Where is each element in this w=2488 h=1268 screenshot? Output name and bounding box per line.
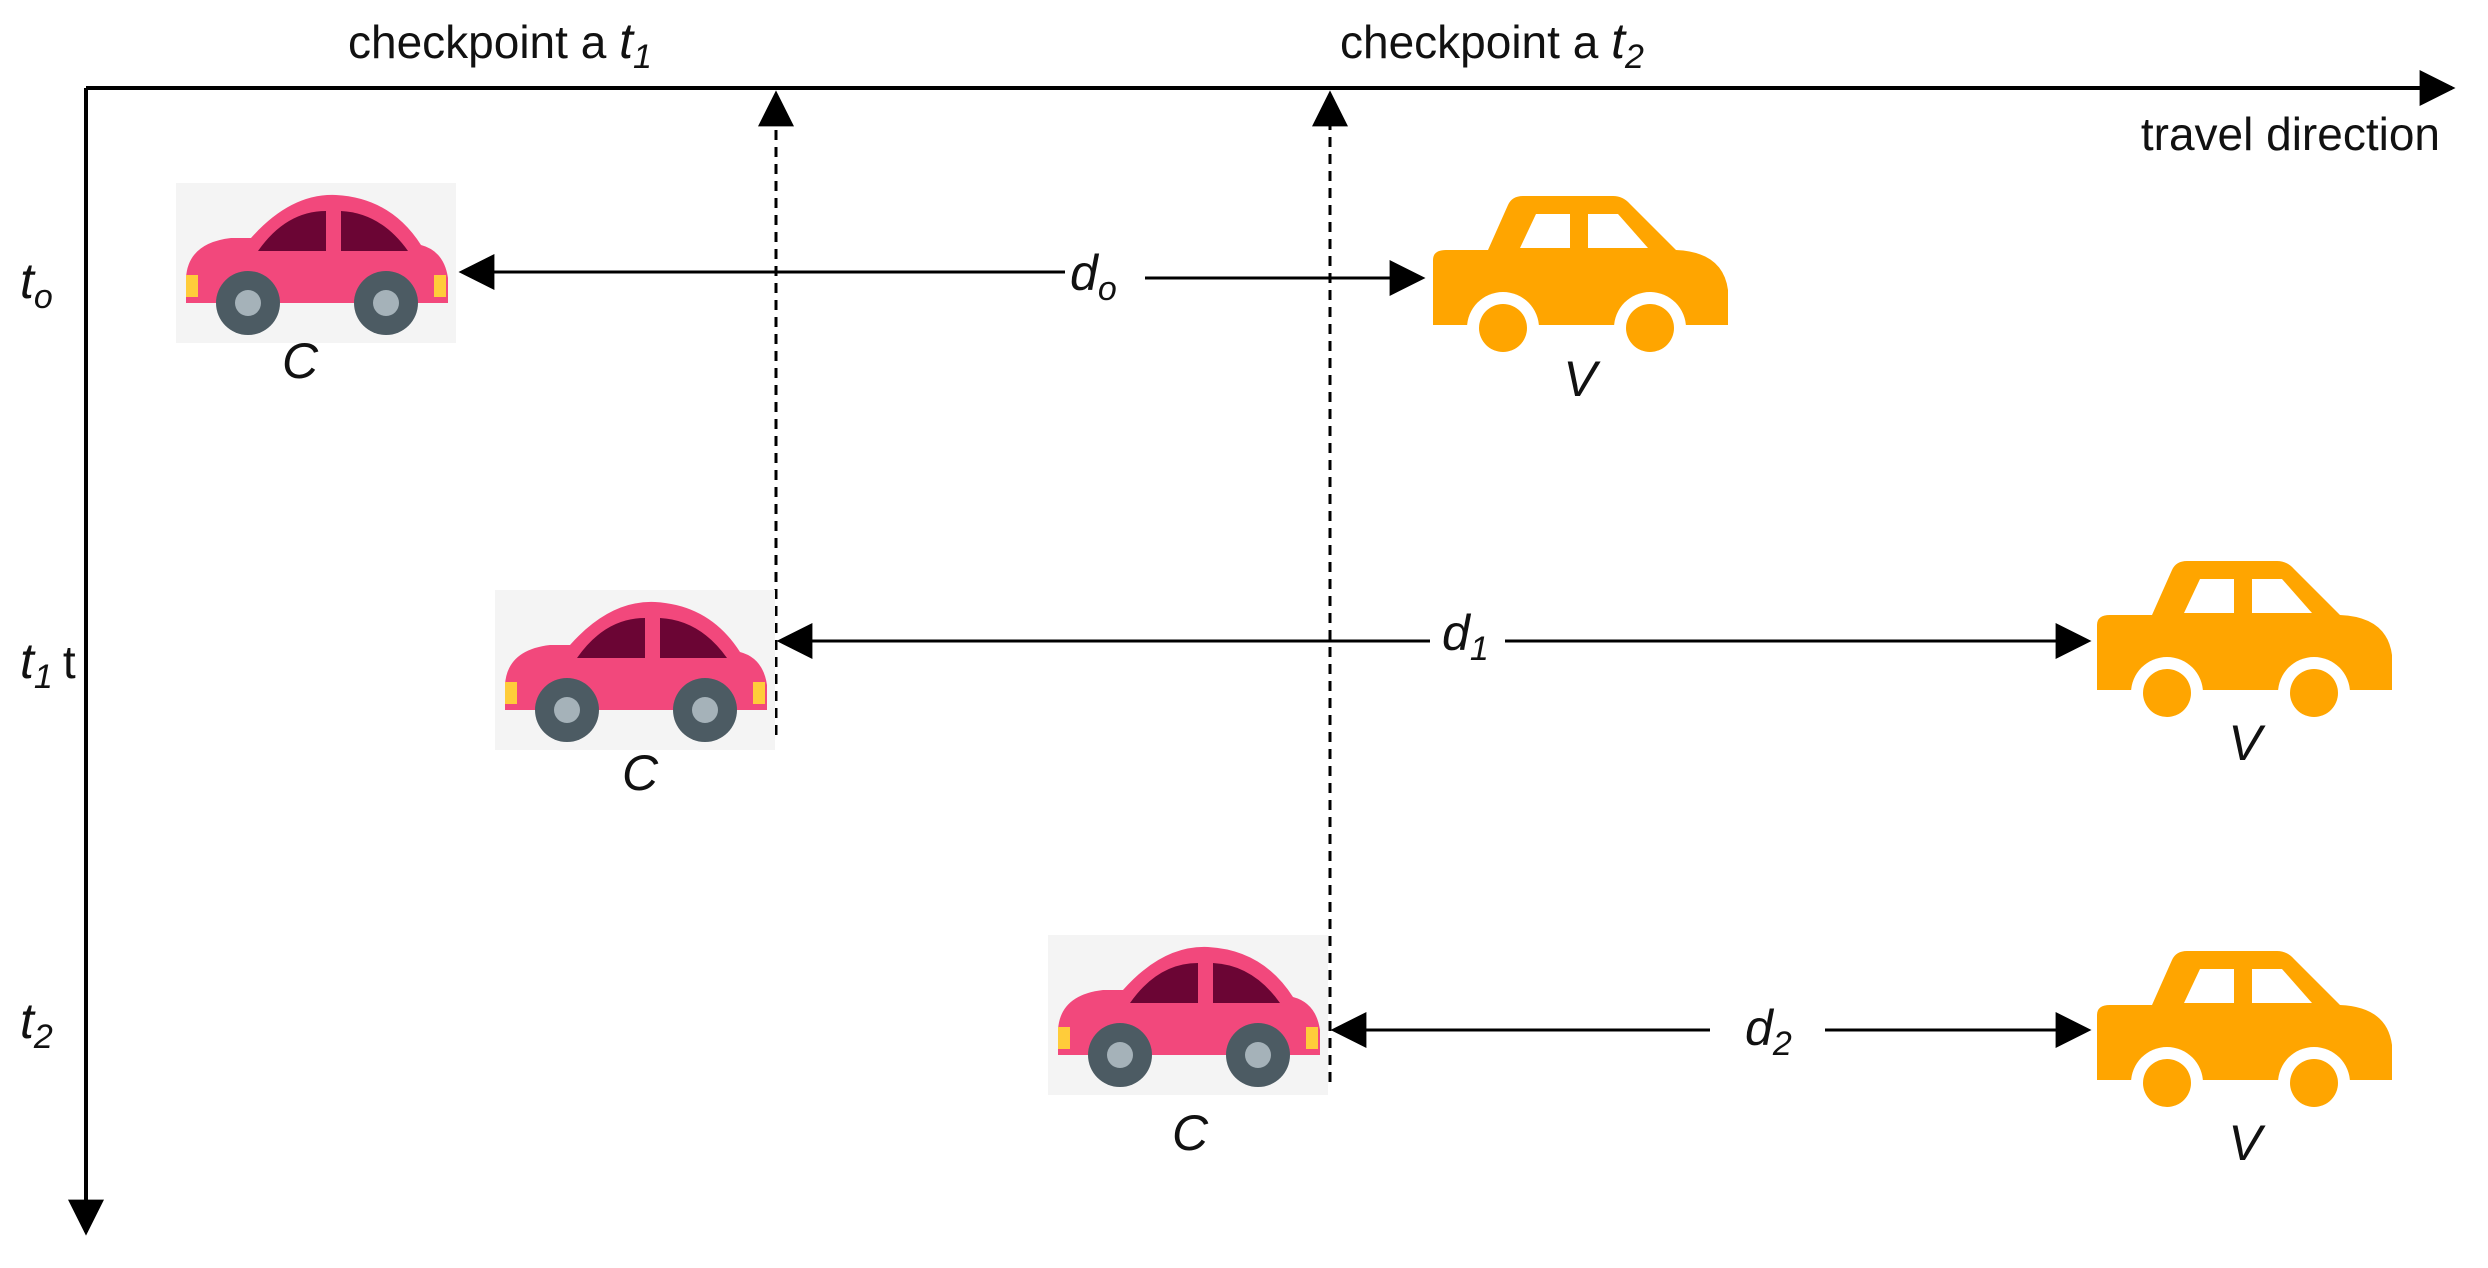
distance-label-d2: d2 xyxy=(1745,1000,1792,1063)
vehicle-label-v: V xyxy=(2228,1115,2266,1171)
orange-car-icon xyxy=(2097,951,2392,1119)
pink-car-icon xyxy=(495,590,775,750)
checkpoint-1-label: checkpoint a t1 xyxy=(348,13,652,76)
distance-label-d0: do xyxy=(1070,245,1117,308)
orange-car-icon xyxy=(1433,196,1728,364)
checkpoint-2-label: checkpoint a t2 xyxy=(1340,13,1644,76)
vehicle-label-v: V xyxy=(1563,351,1601,407)
travel-direction-label: travel direction xyxy=(2141,108,2440,160)
vehicle-label-c: C xyxy=(282,333,319,389)
vehicle-label-c: C xyxy=(1172,1105,1209,1161)
vehicle-label-v: V xyxy=(2228,715,2266,771)
orange-car-icon xyxy=(2097,561,2392,729)
pink-car-icon xyxy=(1048,935,1328,1095)
time-label-t0: to xyxy=(20,253,53,316)
distance-label-d1: d1 xyxy=(1442,605,1489,668)
time-label-t2: t2 xyxy=(20,993,53,1056)
vehicle-label-c: C xyxy=(622,745,659,801)
pink-car-icon xyxy=(176,183,456,343)
